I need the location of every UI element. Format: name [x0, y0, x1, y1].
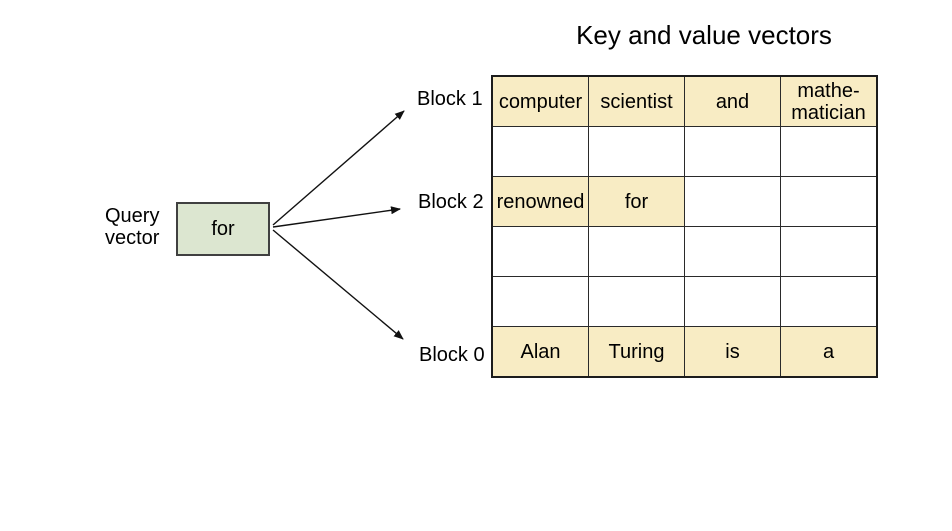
table-row-4 — [491, 276, 878, 327]
diagram-title: Key and value vectors — [576, 20, 832, 50]
query-box-text: for — [211, 217, 235, 240]
arrow-to-block-1 — [272, 110, 405, 226]
arrow-to-block-2 — [272, 206, 401, 228]
cell-r5-c0: Alan — [491, 326, 589, 378]
key-value-table: computer scientist and mathe- matician r… — [491, 75, 878, 378]
cell-r0-c0: computer — [491, 75, 589, 127]
table-row-0: computer scientist and mathe- matician — [491, 75, 878, 127]
cell-r1-c1 — [588, 126, 685, 177]
cell-r4-c1 — [588, 276, 685, 327]
block-1-label: Block 1 — [417, 88, 483, 110]
cell-r3-c3 — [780, 226, 878, 277]
query-vector-label: Query vector — [105, 205, 160, 249]
cell-r2-c3 — [780, 176, 878, 227]
cell-r3-c1 — [588, 226, 685, 277]
cell-r0-c2: and — [684, 75, 781, 127]
table-row-3 — [491, 226, 878, 277]
cell-r4-c0 — [491, 276, 589, 327]
table-row-5: Alan Turing is a — [491, 326, 878, 378]
table-row-1 — [491, 126, 878, 177]
cell-r4-c2 — [684, 276, 781, 327]
block-0-label: Block 0 — [419, 344, 485, 366]
cell-r1-c3 — [780, 126, 878, 177]
cell-r3-c2 — [684, 226, 781, 277]
cell-r0-c1: scientist — [588, 75, 685, 127]
cell-r5-c3: a — [780, 326, 878, 378]
cell-r1-c2 — [684, 126, 781, 177]
cell-r5-c1: Turing — [588, 326, 685, 378]
cell-r2-c2 — [684, 176, 781, 227]
block-2-label: Block 2 — [418, 191, 484, 213]
cell-r4-c3 — [780, 276, 878, 327]
cell-r2-c1: for — [588, 176, 685, 227]
query-vector-box: for — [176, 202, 270, 256]
cell-r5-c2: is — [684, 326, 781, 378]
cell-r1-c0 — [491, 126, 589, 177]
table-row-2: renowned for — [491, 176, 878, 227]
cell-r3-c0 — [491, 226, 589, 277]
arrow-to-block-0 — [272, 229, 404, 340]
cell-r0-c3: mathe- matician — [780, 75, 878, 127]
cell-r2-c0: renowned — [491, 176, 589, 227]
